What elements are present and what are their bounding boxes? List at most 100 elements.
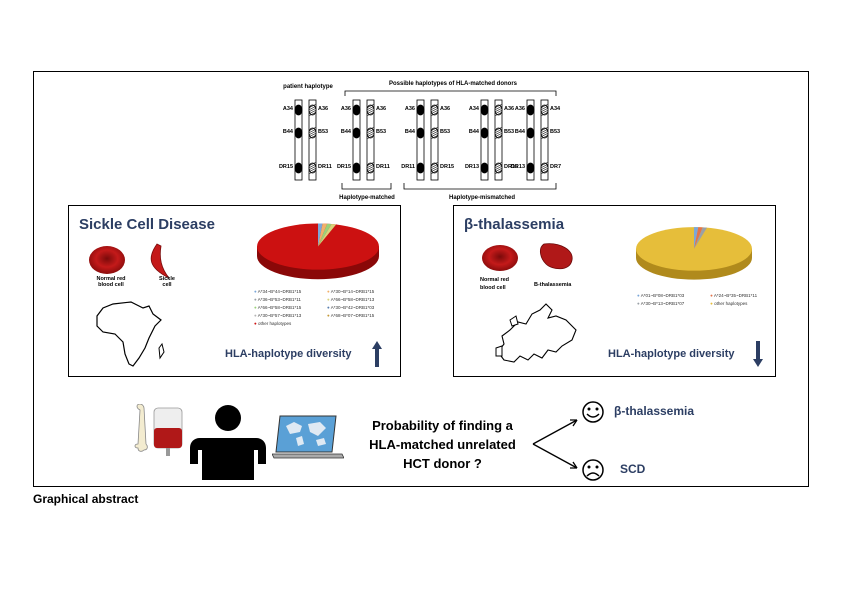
allele-label: DR13	[510, 164, 525, 170]
allele-label: B53	[376, 129, 387, 135]
matched-brace	[341, 183, 392, 190]
allele-marker	[352, 127, 361, 139]
probability-question: Probability of finding a HLA-matched unr…	[350, 416, 535, 473]
chromosome	[540, 99, 549, 181]
pie-slice	[318, 223, 323, 247]
legend-item: ● A*30~B*42~DRB1*03	[327, 305, 375, 310]
allele-marker	[480, 104, 489, 116]
thal-cells	[482, 243, 573, 271]
thal-cell-icon	[540, 243, 573, 270]
allele-label: A34	[282, 106, 293, 112]
normal-rbc-icon	[482, 245, 518, 271]
scd-legend: ● A*34~B*44~DRB1*15 ● A*30~B*14~DRB1*15 ● …	[254, 288, 394, 328]
outcome-arrows	[532, 401, 604, 481]
legend-swatch: ●	[710, 293, 714, 298]
legend-swatch: ●	[710, 301, 715, 306]
bone-icon	[134, 404, 148, 452]
thal-cell-label: B-thalassemia	[534, 282, 572, 288]
probability-line-1: Probability of finding a	[372, 418, 513, 433]
haplotype-diagram	[294, 90, 557, 190]
sickle-cell-label: Sickle cell	[159, 276, 175, 288]
allele-marker	[416, 104, 425, 116]
scd-title: Sickle Cell Disease	[79, 216, 215, 233]
allele-label: DR11	[376, 164, 390, 170]
allele-label: A36	[440, 106, 451, 112]
pie-top	[636, 227, 752, 271]
pie-slice	[318, 223, 328, 247]
thal-diversity-label: HLA-haplotype diversity	[608, 348, 735, 360]
outcome-happy-label: β-thalassemia	[614, 404, 695, 418]
chromosome	[430, 99, 439, 181]
allele-label: B53	[440, 129, 451, 135]
legend-swatch: ●	[637, 293, 641, 298]
normal-rbc-label: Normal red blood cell	[96, 276, 126, 288]
pie-slice	[318, 223, 332, 247]
scd-pie-chart	[257, 223, 379, 280]
pie-slice	[694, 227, 708, 249]
allele-marker	[294, 162, 303, 174]
thal-title: β-thalassemia	[464, 216, 565, 233]
allele-marker	[352, 162, 361, 174]
chromosome-pairs	[294, 99, 549, 181]
legend-item: ● A*24~B*35~DRB1*11	[710, 293, 758, 298]
chromosome	[366, 99, 375, 181]
donors-label: Possible haplotypes of HLA-matched donor…	[388, 81, 517, 87]
chromosome	[352, 99, 361, 181]
happy-face-icon	[582, 401, 604, 423]
allele-label: B44	[514, 129, 525, 135]
thal-panel: β-thalassemia Normal red blood cell B-th…	[453, 205, 776, 377]
legend-item: ● A*30~B*57~DRB1*13	[254, 313, 302, 318]
arrow-up-icon	[372, 341, 382, 367]
bone-blood-bag-icon	[134, 404, 183, 456]
patient-haplotype-label: patient haplotype	[283, 84, 333, 90]
legend-item: ● A*30~B*14~DRB1*15	[327, 289, 375, 294]
allele-label: A36	[376, 106, 387, 112]
thal-pie-chart	[636, 227, 752, 280]
allele-marker	[416, 162, 425, 174]
chromosome	[416, 99, 425, 181]
legend-swatch: ●	[254, 305, 258, 310]
arrow-down-icon	[753, 341, 763, 367]
europe-map-icon	[495, 303, 577, 363]
allele-label: A36	[318, 106, 329, 112]
mismatched-label: Haplotype-mismatched	[448, 195, 515, 201]
legend-swatch: ●	[254, 297, 258, 302]
allele-marker	[294, 127, 303, 139]
legend-swatch: ●	[327, 305, 331, 310]
allele-label: A36	[340, 106, 351, 112]
scd-cells	[89, 243, 170, 279]
chromosome	[308, 99, 317, 181]
allele-marker	[526, 162, 535, 174]
legend-swatch: ●	[327, 313, 331, 318]
matched-label: Haplotype-matched	[339, 195, 395, 201]
chromosome	[480, 99, 489, 181]
mismatched-brace	[403, 183, 557, 190]
legend-swatch: ●	[327, 289, 331, 294]
legend-swatch: ●	[637, 301, 641, 306]
legend-item: ● A*30~B*13~DRB1*07	[637, 301, 685, 306]
scd-diversity-label: HLA-haplotype diversity	[225, 348, 352, 360]
allele-label: DR15	[278, 164, 293, 170]
normal-rbc-icon	[89, 246, 125, 274]
allele-label: A34	[550, 106, 561, 112]
legend-item: ● A*01~B*08~DRB1*03	[637, 293, 685, 298]
thal-normal-label: Normal red blood cell	[480, 277, 510, 291]
allele-label: DR15	[504, 164, 519, 170]
allele-label: A34	[468, 106, 479, 112]
allele-marker	[416, 127, 425, 139]
probability-line-3: HCT donor ?	[403, 456, 482, 471]
legend-swatch: ●	[327, 297, 331, 302]
allele-marker	[352, 104, 361, 116]
legend-item: ● A*66~B*58~DRB1*13	[327, 297, 375, 302]
legend-item: ● A*34~B*44~DRB1*15	[254, 289, 302, 294]
allele-label: B44	[340, 129, 351, 135]
allele-label: A36	[514, 106, 525, 112]
abstract-frame	[33, 71, 809, 487]
allele-label: DR13	[464, 164, 479, 170]
allele-label: B44	[468, 129, 479, 135]
allele-marker	[480, 162, 489, 174]
legend-item: ● A*68~B*07~DRB1*15	[327, 313, 375, 318]
allele-label: DR11	[318, 164, 332, 170]
legend-swatch: ●	[254, 289, 258, 294]
legend-item: ● other haplotypes	[254, 321, 292, 326]
